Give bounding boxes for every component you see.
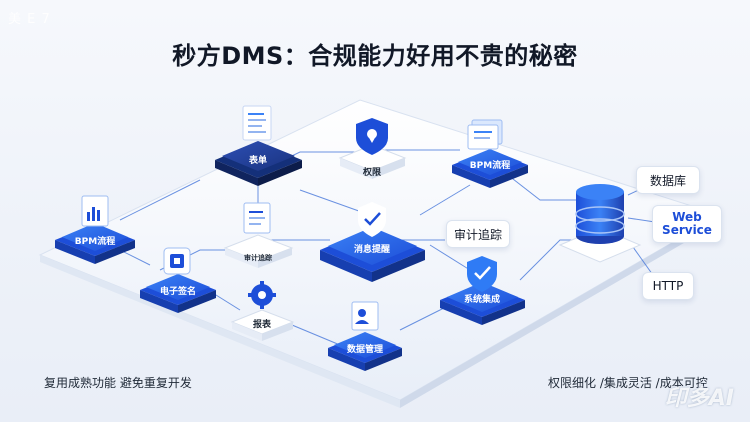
signature-tablet-icon: [163, 247, 191, 275]
watermark-logo: 印多AI: [664, 386, 734, 411]
callout-database: 数据库: [636, 166, 700, 194]
callout-audit-trail: 审计追踪: [446, 220, 510, 248]
node-message-alert[interactable]: 消息提醒: [320, 202, 425, 282]
node-audit-log[interactable]: 审计追踪: [223, 202, 294, 268]
shield-check-icon: [467, 256, 497, 292]
node-bpm-left-label: BPM流程: [75, 235, 115, 247]
chart-document-icon: [81, 195, 109, 227]
node-form-label: 表单: [248, 154, 267, 166]
node-form[interactable]: 表单: [215, 105, 302, 186]
node-system-integration-label: 系统集成: [464, 293, 500, 305]
node-data-management[interactable]: 数据管理: [328, 301, 402, 371]
node-report-label: 报表: [253, 318, 272, 330]
caption-right: 权限细化 /集成灵活 /成本可控: [548, 376, 708, 390]
node-e-signature-label: 电子签名: [160, 285, 196, 297]
stacked-documents-icon: [467, 119, 503, 150]
database-icon: [558, 184, 642, 263]
callout-web-service-label: Web Service: [662, 209, 712, 237]
document-icon: [242, 105, 272, 141]
page-title: 秒方DMS：合规能力好用不贵的秘密: [172, 42, 578, 70]
node-bpm-left[interactable]: BPM流程: [55, 195, 135, 264]
node-permission[interactable]: 权限: [338, 118, 407, 179]
callout-audit-trail-label: 审计追踪: [453, 227, 502, 242]
node-bpm-top[interactable]: BPM流程: [452, 119, 528, 188]
node-report[interactable]: 报表: [230, 281, 295, 341]
node-message-alert-label: 消息提醒: [354, 243, 390, 255]
node-data-management-label: 数据管理: [347, 343, 383, 355]
base-platform-edge-right: [400, 215, 720, 408]
callout-web-service: Web Service: [652, 205, 722, 243]
base-platform-edge: [40, 255, 400, 408]
shield-location-icon: [356, 118, 388, 155]
node-bpm-top-label: BPM流程: [470, 159, 510, 171]
node-audit-log-label: 审计追踪: [244, 253, 272, 262]
node-e-signature[interactable]: 电子签名: [140, 247, 216, 313]
caption-left: 复用成熟功能 避免重复开发: [44, 376, 192, 390]
callout-http: HTTP: [642, 272, 694, 300]
gear-icon: [248, 281, 276, 309]
node-system-integration[interactable]: 系统集成: [440, 256, 525, 325]
node-permission-label: 权限: [362, 166, 382, 178]
callout-database-label: 数据库: [649, 173, 686, 188]
shield-check-icon: [358, 202, 386, 237]
clipboard-icon: [243, 202, 271, 234]
corner-brand-text: 美 E 7: [8, 12, 51, 27]
callout-http-label: HTTP: [652, 279, 684, 293]
user-document-icon: [351, 301, 379, 331]
